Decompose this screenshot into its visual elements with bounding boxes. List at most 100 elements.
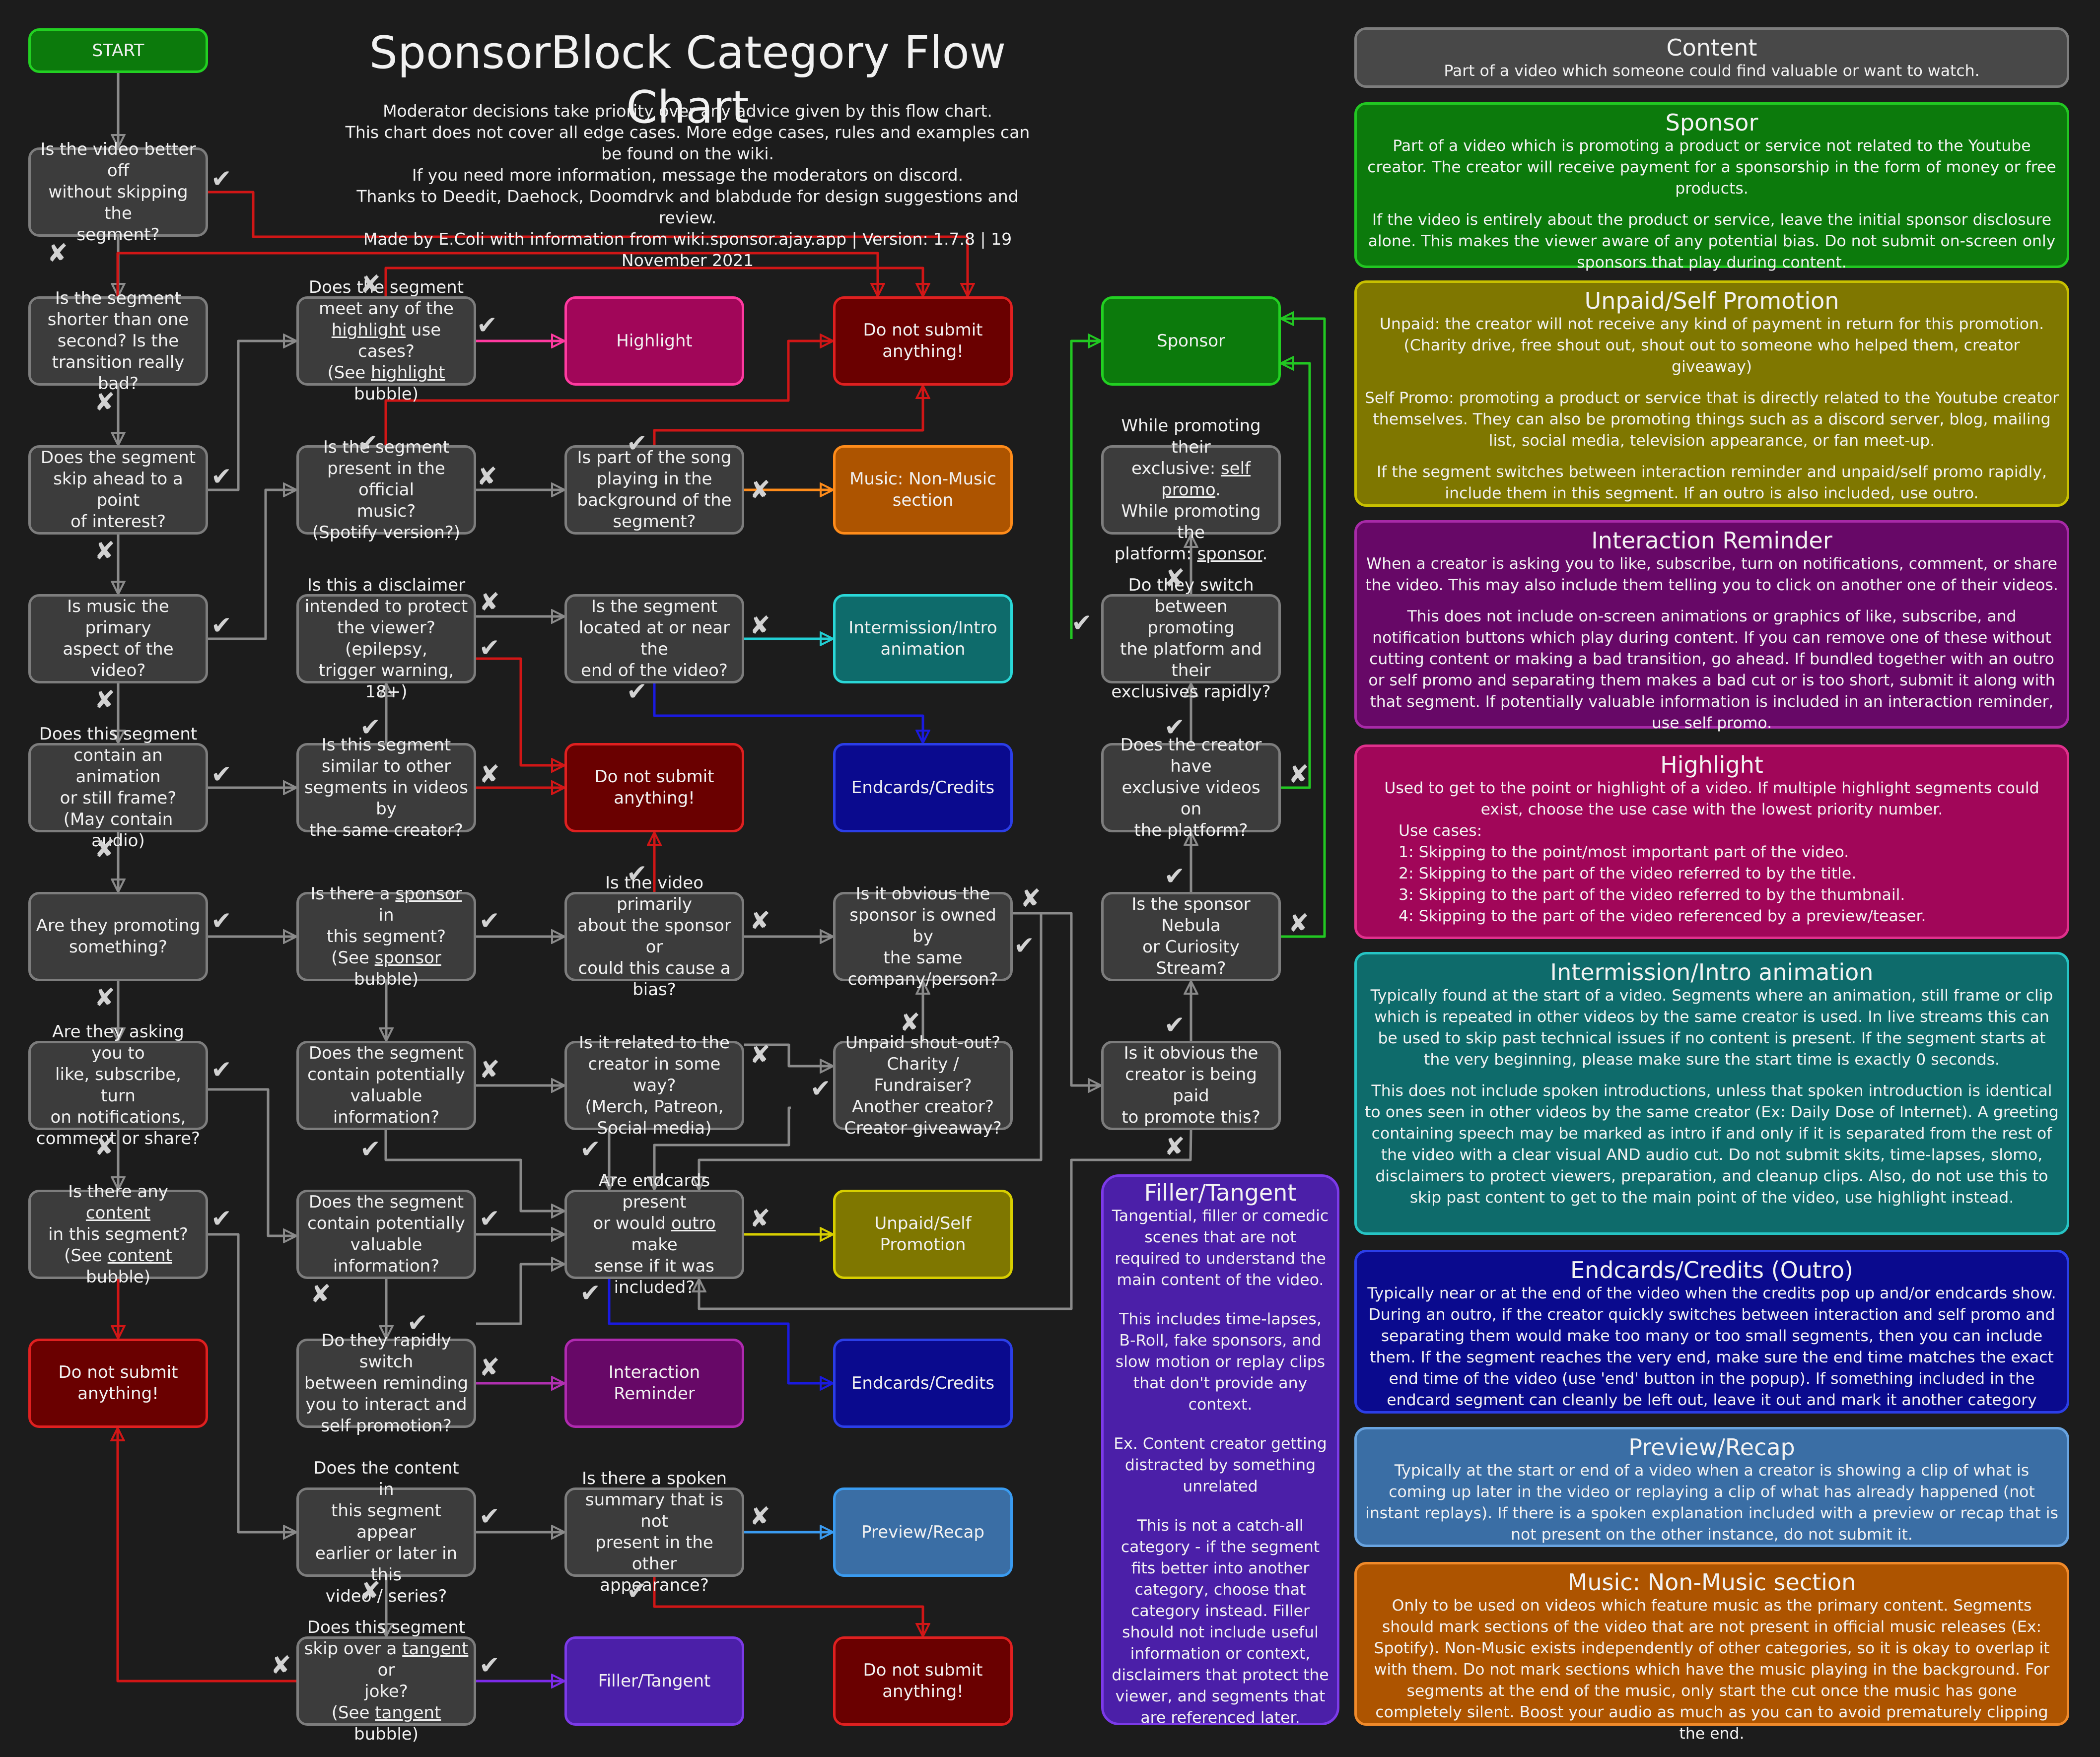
yes-check-icon: ✔ [1071,608,1092,637]
connector-content [208,1233,296,1532]
connector-tangent-no [118,1428,296,1683]
legend-interaction-card: Interaction Reminder When a creator is a… [1354,520,2069,732]
decision-q-shoutout: Unpaid shout-out?Charity / Fundraiser?An… [833,1033,1013,1138]
legend-title: Sponsor [1665,109,1758,136]
legend-text: Typically found at the start of a video.… [1370,987,2053,1069]
no-cross-icon: ✘ [750,906,770,935]
category-t-sponsor: Sponsor [1101,296,1281,386]
connector-skip-ahead [208,341,296,491]
legend-text: This does not include spoken introductio… [1365,1082,2059,1207]
yes-check-icon: ✔ [211,1204,232,1233]
yes-check-icon: ✔ [479,1651,500,1680]
legend-text: Unpaid: the creator will not receive any… [1379,315,2044,376]
category-t-filler: Filler/Tangent [564,1636,744,1726]
yes-check-icon: ✔ [580,1135,601,1163]
category-t-highlight: Highlight [564,296,744,386]
connector-related-no [744,1043,833,1066]
yes-check-icon: ✔ [1164,1011,1185,1039]
connector-song-no [653,386,923,445]
legend-filler-card: Filler/Tangent Tangential, filler or com… [1101,1174,1339,1727]
connector-owned-no [1013,912,1101,1085]
no-cross-icon: ✘ [479,1353,500,1382]
legend-sponsor-card: Sponsor Part of a video which is promoti… [1354,102,2069,271]
yes-check-icon: ✔ [479,906,500,935]
category-t-endcards-2: Endcards/Credits [833,1339,1013,1428]
yes-check-icon: ✔ [211,906,232,935]
legend-intermission-card: Intermission/Intro animation Typically f… [1354,952,2069,1235]
legend-endcards-card: Endcards/Credits (Outro) Typically near … [1354,1250,2069,1414]
no-cross-icon: ✘ [750,1040,770,1069]
yes-check-icon: ✔ [479,1502,500,1531]
chart-notes: Moderator decisions take priority over a… [338,100,1038,271]
legend-text: Only to be used on videos which feature … [1374,1597,2050,1743]
legend-title: Interaction Reminder [1591,527,1832,554]
start-start: START [28,28,208,73]
connector-end-yes [653,683,923,743]
legend-text: Self Promo: promoting a product or servi… [1364,389,2059,450]
legend-text: Typically at the start or end of a video… [1365,1462,2058,1544]
no-cross-icon: ✘ [1020,884,1041,913]
legend-title: Unpaid/Self Promotion [1584,287,1839,314]
no-cross-icon: ✘ [900,1008,920,1037]
legend-title: Endcards/Credits (Outro) [1570,1257,1853,1284]
no-cross-icon: ✘ [479,588,500,616]
yes-check-icon: ✔ [477,311,497,339]
yes-check-icon: ✔ [479,633,500,662]
legend-text: Tangential, filler or comedic scenes tha… [1112,1207,1329,1289]
no-cross-icon: ✘ [310,1280,331,1308]
legend-preview-card: Preview/Recap Typically at the start or … [1354,1427,2069,1547]
no-cross-icon: ✘ [94,685,115,714]
connector-music-primary [208,490,296,640]
no-cross-icon: ✘ [750,1204,770,1233]
legend-text: When a creator is asking you to like, su… [1365,555,2058,594]
legend-title: Music: Non-Music section [1567,1569,1856,1596]
legend-music-card: Music: Non-Music section Only to be used… [1354,1562,2069,1743]
legend-text: Ex. Content creator getting distracted b… [1114,1435,1327,1495]
legend-text: This includes time-lapses, B-Roll, fake … [1115,1310,1326,1414]
legend-list-item: 4: Skipping to the part of the video ref… [1399,907,1926,925]
legend-text: Part of a video which someone could find… [1444,62,1980,80]
yes-check-icon: ✔ [1164,862,1185,890]
legend-text: This does not include on-screen animatio… [1368,608,2055,732]
legend-title: Filler/Tangent [1144,1179,1297,1206]
yes-check-icon: ✔ [211,462,232,491]
no-cross-icon: ✘ [479,1055,500,1084]
legend-text: If the segment switches between interact… [1376,463,2047,502]
legend-self-promo-card: Unpaid/Self Promotion Unpaid: the creato… [1354,280,2069,507]
legend-title: Preview/Recap [1628,1434,1795,1461]
no-cross-icon: ✘ [477,462,497,491]
connector-exclusive-no [1281,363,1311,789]
legend-text: Use cases: [1399,822,1482,840]
legend-text: Used to get to the point or highlight of… [1384,779,2039,818]
connector-rapid-yes [476,1264,564,1325]
yes-check-icon: ✔ [211,760,232,789]
yes-check-icon: ✔ [211,164,232,193]
legend-highlight-card: Highlight Used to get to the point or hi… [1354,744,2069,939]
legend-content-card: Content Part of a video which someone co… [1354,27,2069,88]
yes-check-icon: ✔ [211,611,232,640]
no-cross-icon: ✘ [1288,760,1309,789]
